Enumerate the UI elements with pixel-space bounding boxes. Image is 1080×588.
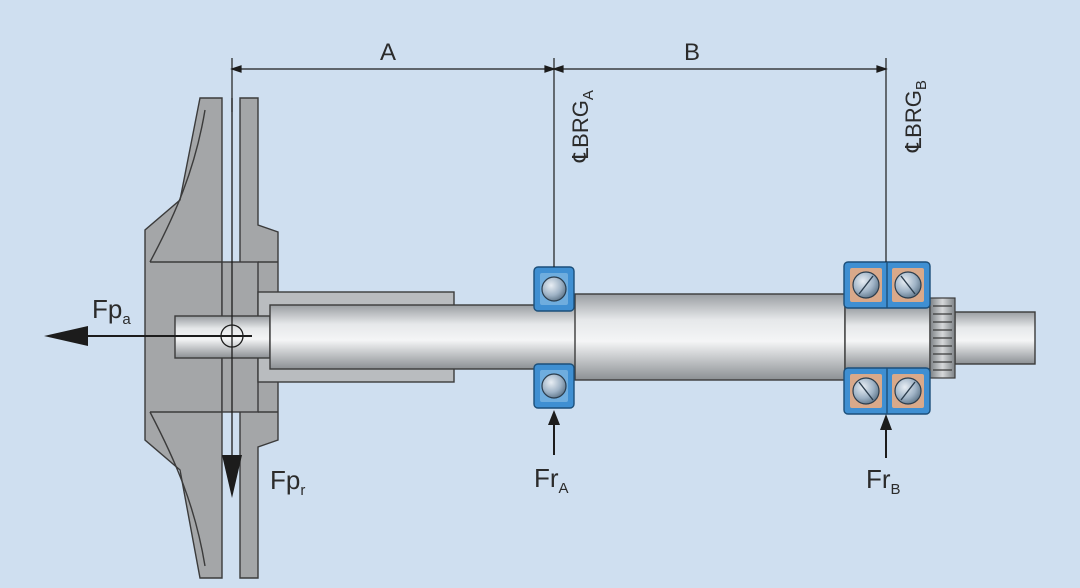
fr-a-main: Fr [534, 463, 559, 493]
centerline-label-a: ℄BRGA [568, 90, 597, 163]
lock-nut [929, 297, 956, 379]
dimension-lines [230, 58, 888, 267]
bearing-a-ball-bottom [541, 373, 567, 399]
fp-radial-main: Fp [270, 465, 300, 495]
svg-text:℄BRGA: ℄BRGA [568, 90, 597, 163]
fr-b-main: Fr [866, 464, 891, 494]
bearing-b [843, 261, 931, 415]
fr-b-sub: B [891, 481, 901, 498]
centerline-b-main: BRG [901, 90, 926, 138]
force-fr-a-arrow [548, 410, 560, 455]
shaft [174, 293, 1036, 381]
force-fr-b-arrow [880, 414, 892, 458]
fr-a-label: FrA [534, 463, 569, 497]
centerline-a-main: BRG [568, 100, 593, 148]
fp-axial-label: Fpa [92, 294, 131, 328]
dimension-a-label: A [380, 39, 396, 66]
svg-text:℄BRGB: ℄BRGB [901, 80, 930, 153]
centerline-a-symbol: ℄ [568, 147, 593, 163]
fp-radial-sub: r [300, 482, 305, 499]
force-fp-axial-arrow [44, 326, 252, 346]
dimension-b-label: B [684, 39, 700, 66]
bearing-a [533, 266, 575, 409]
fp-axial-main: Fp [92, 294, 122, 324]
force-fp-radial-arrow [222, 455, 242, 498]
fp-radial-label: Fpr [270, 465, 305, 499]
centerline-label-b: ℄BRGB [901, 80, 930, 153]
centerline-b-symbol: ℄ [901, 137, 926, 153]
fr-b-label: FrB [866, 464, 901, 498]
fp-axial-sub: a [122, 311, 131, 328]
centerline-a-sub: A [580, 90, 597, 100]
centerline-b-sub: B [913, 80, 930, 90]
fr-a-sub: A [559, 480, 569, 497]
bearing-a-ball-top [541, 276, 567, 302]
